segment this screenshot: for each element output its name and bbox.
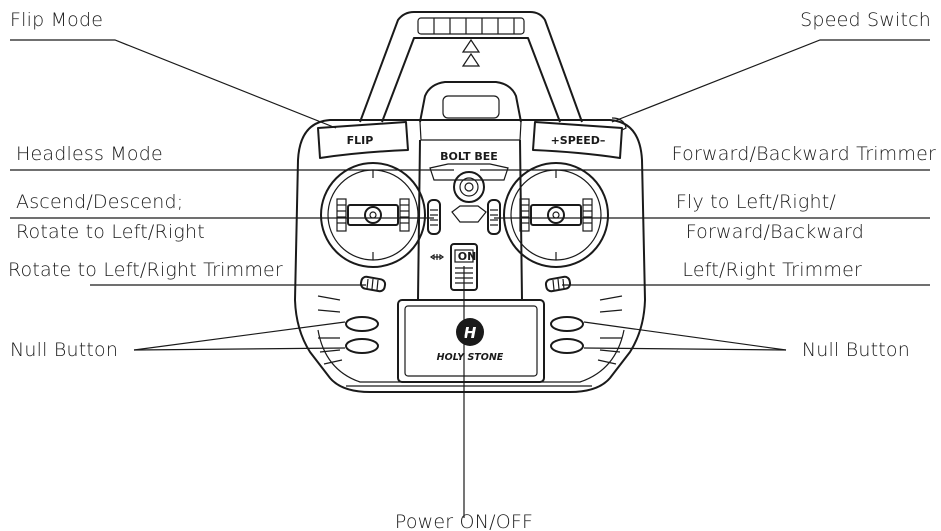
left-vertical-trimmer[interactable]	[427, 199, 441, 235]
null-buttons-right[interactable]	[550, 316, 584, 354]
label-left-right-trimmer: Left/Right Trimmer	[682, 259, 862, 281]
label-speed-switch: Speed Switch	[800, 9, 931, 31]
label-rotate-trimmer: Rotate to Left/Right Trimmer	[8, 259, 283, 281]
label-forward-backward: Forward/Backward	[686, 221, 864, 243]
right-vertical-trimmer[interactable]	[487, 199, 501, 235]
left-horizontal-trimmer[interactable]	[359, 275, 387, 293]
label-null-button-left: Null Button	[10, 339, 118, 361]
right-horizontal-trimmer[interactable]	[544, 275, 572, 293]
label-ascend-descend: Ascend/Descend;	[16, 191, 183, 213]
flip-button-label: FLIP	[347, 134, 374, 147]
null-buttons-left[interactable]	[345, 316, 379, 354]
svg-text:H: H	[464, 324, 477, 342]
flip-button[interactable]: FLIP	[317, 121, 409, 159]
power-switch-label: ON	[458, 250, 477, 263]
label-headless-mode: Headless Mode	[16, 143, 163, 165]
brand-logo: H HOLY STONE	[437, 318, 504, 363]
brand-name: HOLY STONE	[437, 352, 504, 363]
speed-button[interactable]: +SPEED–	[532, 121, 623, 159]
left-grip-ridges	[317, 295, 343, 365]
label-fly-left-right: Fly to Left/Right/	[676, 191, 837, 213]
speed-switch-knob[interactable]	[611, 117, 627, 131]
status-indicator	[451, 205, 487, 223]
controller-body	[294, 11, 646, 393]
label-flip-mode: Flip Mode	[10, 9, 103, 31]
right-grip-ridges	[597, 295, 623, 365]
label-power-on-off: Power ON/OFF	[395, 511, 533, 531]
model-name: BOLT BEE	[440, 150, 498, 163]
label-forward-backward-trimmer: Forward/Backward Trimmer	[672, 143, 936, 165]
speed-button-label: +SPEED–	[551, 134, 606, 147]
headless-mode-button[interactable]	[429, 163, 509, 203]
label-rotate-left-right: Rotate to Left/Right	[16, 221, 205, 243]
left-joystick[interactable]	[320, 162, 426, 268]
leader-lines	[10, 39, 930, 518]
power-switch[interactable]: ON	[450, 243, 478, 291]
right-joystick[interactable]	[503, 162, 609, 268]
direction-arrows-icon	[429, 253, 445, 261]
label-null-button-right: Null Button	[802, 339, 910, 361]
